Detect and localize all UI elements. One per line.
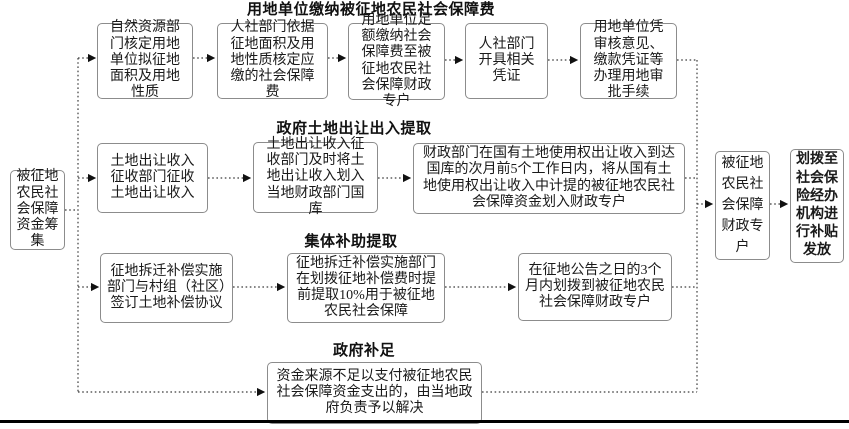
section-title-unit-payment: 用地单位缴纳被征地农民社会保障费: [246, 2, 496, 18]
step-box-hr-verify-fee: 人社部门依据征地面积及用地性质核定应缴的社会保障费: [217, 20, 328, 100]
section-title-gov-makeup: 政府补足: [332, 343, 396, 359]
section-title-collective-subsidy: 集体补助提取: [304, 234, 398, 250]
step-box-transfer-within-3-months: 在征地公告之日的3个月内划拨到被征地农民社会保障财政专户: [518, 253, 672, 321]
step-box-hr-issue-voucher: 人社部门开具相关凭证: [465, 23, 548, 99]
step-box-withdraw-ten-percent: 征地拆迁补偿实施部门在划拨征地补偿费时提前提取10%用于被征地农民社会保障: [287, 253, 445, 323]
step-box-unit-pay-fee: 用地单位足额缴纳社会保障费至被征地农民社会保障财政专户: [348, 13, 445, 109]
step-box-collect-land-income: 土地出让收入征收部门征收土地出让收入: [97, 143, 208, 213]
source-box-fund-raising: 被征地农民社会保障资金筹集: [10, 169, 65, 250]
step-box-unit-approval-procedure: 用地单位凭审核意见、缴款凭证等办理用地审批手续: [580, 20, 677, 100]
step-box-gov-cover-shortfall: 资金来源不足以支付被征地农民社会保障资金支出的，由当地政府负责予以解决: [267, 362, 482, 424]
step-box-natural-resources-verify: 自然资源部门核定用地单位拟征地面积及用地性质: [97, 20, 193, 100]
sink-box-subsidy-disbursement: 划拨至社会保险经办机构进行补贴发放: [790, 149, 844, 263]
step-box-finance-dept-transfer: 财政部门在国有土地使用权出让收入到达国库的次月前5个工作日内，将从国有土地使用权…: [413, 143, 685, 214]
step-box-sign-compensation-agreement: 征地拆迁补偿实施部门与村组（社区）签订土地补偿协议: [100, 253, 233, 323]
section-title-land-transfer: 政府土地出让出入提取: [276, 121, 432, 137]
bottom-rule: [0, 420, 849, 423]
step-box-income-to-treasury: 土地出让收入征收部门及时将土地出让收入划入当地财政部门国库: [253, 137, 378, 217]
sink-box-fiscal-special-account: 被征地农民社会保障财政专户: [715, 151, 770, 260]
